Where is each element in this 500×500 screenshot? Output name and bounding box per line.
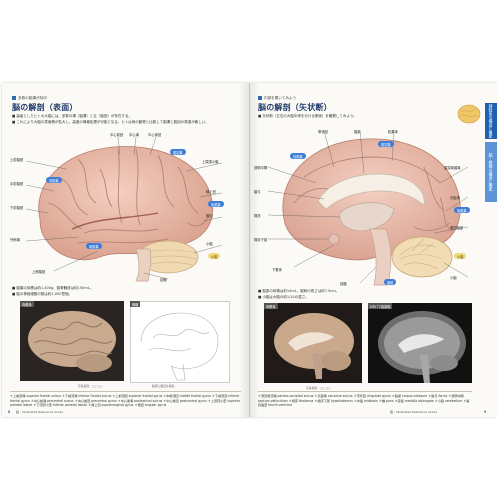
left-notes: ■ 脳葉の体積は約1,400g、脳脊髄液は約150mL。 ■ 脳の神経細胞の数は… [12,286,192,297]
arbor-vitae-lines [399,238,443,270]
right-page-number: 9 [484,410,487,414]
mri-image [368,303,472,383]
side-tabs: 神経系の構造と機能 脳・脊髄の構造と機能 [485,103,497,205]
left-note-2: ■ 脳の神経細胞の数は約1,000億個。 [12,291,72,296]
brainstem-shape [135,248,152,282]
left-bullet-1: ■ 高級としたヒトの大脳には、多数の溝（脳溝）と丘（脳回）が存在する。 [12,114,132,118]
gutter-shadow [238,83,260,417]
label-parieto-occipital: 頭頂後頭溝 [444,166,461,170]
side-tab-brain-spinal[interactable]: 脳・脊髄の構造と機能 [485,142,497,202]
region-tag-temporal: 側頭葉 [86,243,102,249]
label-angular: 角回 [206,214,213,218]
label-fornix: 脳弓 [254,189,261,194]
right-section-head: 内部を覗いてみよう [258,96,296,101]
sagittal-tag-occipital: 後頭葉 [454,207,470,213]
label-calcarine: 鳥距溝 [450,196,460,200]
brain-photo-sagittal [264,303,362,383]
photo-caption-gross-right: 肉眼像 [264,303,278,309]
label-superior-temporal: 上側頭回 [32,270,46,274]
left-footer-glossary: ＊上前頭溝 superior frontal sulcus ＊下前頭溝 infe… [10,391,241,408]
left-bullet-2: ■ これにより大脳の表面積が拡大し、高度の情報処理が可能となる。ヒトは他の動物と… [12,119,209,124]
photo-caption-schematic: 概略 [130,301,141,307]
left-section-head: 多数の脳溝が刻印 [12,96,47,101]
label-cingulate: 帯状回 [318,130,328,134]
sagittal-leader-lines [267,130,469,284]
label-medulla: 延髄 [160,278,167,282]
thalamus-shape [339,202,395,232]
region-tag-occipital: 後頭葉 [208,201,224,207]
label-corpus-callosum: 脳梁 [354,130,361,134]
label-superior-parietal: 上頭頂小葉 [202,160,219,164]
region-tag-cerebellum: 小脳 [208,253,221,259]
label-thalamus: 視床 [254,213,261,218]
pituitary-shape [328,233,340,245]
right-bullet-1: ■ 矢状断（左右の大脳半球を分ける断面）を観察してみよう。 [258,114,357,118]
lateral-brain-illustration [25,136,223,282]
left-page-number: 8 [8,410,11,414]
corpus-callosum-shape [317,173,425,210]
label-central-sulcus: 中心溝 [129,133,139,137]
sagittal-tag-brainstem: 脳幹 [384,279,397,285]
label-hypothalamus: 視床下部 [254,238,268,242]
label-middle-frontal: 中前頭回 [10,182,24,186]
right-footer-glossary: ＊頭頂後頭溝 parieto-occipital sulcus ＊鳥距溝 cal… [258,391,472,408]
lateral-sulcus-line [71,212,159,230]
schematic-box [130,301,230,383]
photo-credit-left: 写真提供：○○ ○○ [78,384,103,388]
photo-caption-gross: 肉眼像 [20,301,34,307]
label-lateral-sulcus: 外側溝 [10,238,20,242]
photo-note-left: 脳溝と脳回を観察 [152,384,175,388]
label-fourth-ventricle: 第四脳室 [450,226,464,230]
label-septum: 透明中隔 [254,166,268,170]
right-bullets: ■ 矢状断（左右の大脳半球を分ける断面）を観察してみよう。 [258,114,438,120]
label-cerebellum: 小脳 [206,242,213,246]
leader-lines [25,136,223,280]
right-running-foot: 脳・Illustrated Reference Guide [390,410,438,414]
label-precentral-gyrus: 中心前回 [110,133,124,137]
region-tag-parietal: 頭頂葉 [170,149,186,155]
left-note-1: ■ 脳葉の体積は約1,400g、脳脊髄液は約150mL。 [12,286,94,290]
left-page: 多数の脳溝が刻印 脳の解剖（表面） ■ 高級としたヒトの大脳には、多数の溝（脳溝… [2,83,249,417]
label-pineal: 松果体 [388,130,398,134]
sagittal-brainstem-shape [369,228,392,286]
label-sagittal-cerebellum: 小脳 [450,276,457,280]
right-page-title: 脳の解剖（矢状断） [258,102,332,112]
label-supramarginal: 縁上回 [206,190,216,194]
brain-photo-lateral [20,301,124,381]
sagittal-tag-parietal: 頭頂葉 [378,141,394,147]
photo-credit-right: 写真提供：○○ ○○ [306,386,331,390]
right-notes: ■ 脳梁の体積は約10mL、脳幹の長さは約7.5cm。 ■ 小脳は大脳の約1/1… [258,289,438,300]
sagittal-tag-frontal: 前頭葉 [290,153,306,159]
region-tag-frontal: 前頭葉 [46,177,62,183]
hemisphere-medial-shape [282,138,461,261]
label-inferior-frontal: 下前頭回 [10,206,24,210]
left-running-foot: 脳・Illustrated Reference Guide [16,410,64,414]
brain-thumbnail-icon [457,104,481,124]
label-superior-frontal: 上前頭回 [10,158,24,162]
medial-gyri-lines [293,156,453,232]
label-postcentral-gyrus: 中心後回 [148,133,162,137]
label-sagittal-medulla: 延髄 [340,282,347,286]
label-pituitary: 下垂体 [272,268,282,272]
gyri-lines [47,148,209,244]
left-page-title: 脳の解剖（表面） [12,102,78,112]
left-bullets: ■ 高級としたヒトの大脳には、多数の溝（脳溝）と丘（脳回）が存在する。 ■ これ… [12,114,234,125]
right-note-2: ■ 小脳は大脳の約1/10の重さ。 [258,294,309,299]
right-note-1: ■ 脳梁の体積は約10mL、脳幹の長さは約7.5cm。 [258,289,340,293]
sagittal-cerebellum-shape [391,236,453,278]
right-page: 内部を覗いてみよう 脳の解剖（矢状断） ■ 矢状断（左右の大脳半球を分ける断面）… [249,83,497,417]
side-tab-nervous-system[interactable]: 神経系の構造と機能 [485,103,497,139]
book-spread: 多数の脳溝が刻印 脳の解剖（表面） ■ 高級としたヒトの大脳には、多数の溝（脳溝… [2,83,497,417]
photo-caption-mri: MRI T2強調像 [368,303,393,309]
sagittal-brain-illustration [267,130,469,286]
sagittal-tag-cerebellum: 小脳 [454,253,467,259]
